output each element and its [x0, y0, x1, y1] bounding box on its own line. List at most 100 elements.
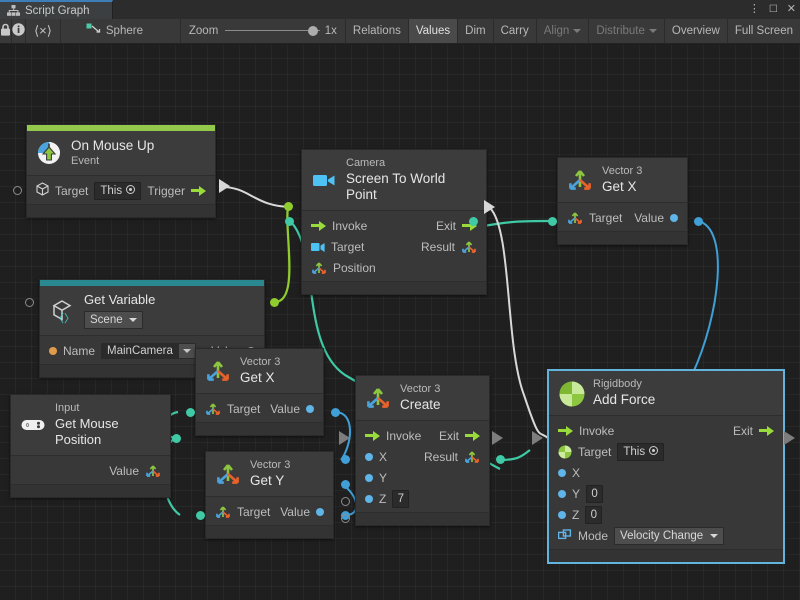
- z-value-field[interactable]: 7: [392, 489, 410, 508]
- input-port-x[interactable]: X: [558, 466, 580, 480]
- input-port-invoke[interactable]: Invoke: [558, 424, 614, 438]
- input-port-mode[interactable]: Mode Velocity Change: [557, 526, 725, 545]
- flow-out-handle-camera-exit[interactable]: [484, 200, 495, 214]
- zoom-slider[interactable]: [225, 25, 321, 37]
- flow-out-handle-create-exit[interactable]: [492, 431, 503, 445]
- output-port-exit[interactable]: Exit: [733, 424, 774, 438]
- node-get-variable[interactable]: 〈〉 Get Variable Scene: [39, 279, 265, 378]
- graph-source-field[interactable]: Sphere: [61, 19, 181, 43]
- node-on-mouse-up[interactable]: On Mouse Up Event Target: [26, 124, 216, 218]
- zoom-control[interactable]: Zoom 1x: [181, 19, 346, 43]
- wire-dot-getx-mid-target[interactable]: [186, 408, 195, 417]
- port-dot-z: [365, 494, 373, 503]
- graph-canvas[interactable]: On Mouse Up Event Target: [0, 45, 800, 600]
- wire-dot-camera-target[interactable]: [284, 202, 293, 211]
- input-port-target[interactable]: Target: [215, 505, 270, 519]
- output-port-result[interactable]: Result: [421, 240, 477, 254]
- code-toggle-button[interactable]: ⟨×⟩: [26, 19, 61, 43]
- close-icon[interactable]: ✕: [786, 3, 796, 15]
- node-add-force[interactable]: Rigidbody Add Force Invoke Exit: [548, 370, 784, 563]
- toolbar-button-relations[interactable]: Relations: [346, 19, 409, 43]
- output-port-value[interactable]: Value: [270, 402, 314, 416]
- toolbar-button-distribute[interactable]: Distribute: [589, 19, 665, 43]
- flow-in-handle-add-force-invoke[interactable]: [532, 431, 543, 445]
- output-port-trigger[interactable]: Trigger: [147, 184, 206, 198]
- object-picker-icon[interactable]: [126, 184, 136, 198]
- wire-dot-getx-top-value[interactable]: [694, 217, 703, 226]
- input-port-z[interactable]: Z 7: [365, 489, 410, 508]
- maximize-icon[interactable]: ☐: [768, 3, 778, 15]
- output-port-value[interactable]: Value: [109, 464, 161, 478]
- tab-script-graph[interactable]: Script Graph: [0, 0, 113, 19]
- external-port-create-z[interactable]: [341, 514, 350, 523]
- output-port-result[interactable]: Result: [424, 450, 480, 464]
- wire-dot-camera-result[interactable]: [469, 217, 478, 226]
- output-port-exit[interactable]: Exit: [439, 429, 480, 443]
- input-port-target[interactable]: Target: [567, 211, 622, 225]
- chevron-down-icon: [710, 533, 719, 538]
- input-port-z[interactable]: Z 0: [558, 505, 603, 524]
- chevron-down-icon[interactable]: [179, 344, 195, 358]
- input-port-invoke[interactable]: Invoke: [311, 219, 367, 233]
- object-picker-icon[interactable]: [649, 445, 659, 459]
- kebab-menu-icon[interactable]: ⋮: [748, 3, 760, 15]
- flow-in-handle-create-invoke[interactable]: [339, 431, 350, 445]
- target-value-field[interactable]: This: [94, 181, 142, 200]
- wire-dot-getx-mid-value[interactable]: [331, 408, 340, 417]
- wire-dot-create-result[interactable]: [496, 455, 505, 464]
- toolbar-button-overview[interactable]: Overview: [665, 19, 728, 43]
- port-row-target: Target Value: [206, 501, 333, 522]
- force-mode-dropdown[interactable]: Velocity Change: [614, 526, 725, 545]
- input-port-invoke[interactable]: Invoke: [365, 429, 421, 443]
- wire-dot-getx-top-target[interactable]: [548, 217, 557, 226]
- external-port-create-y[interactable]: [341, 497, 350, 506]
- wire-dot-get-variable-value[interactable]: [270, 298, 279, 307]
- toolbar-button-full-screen[interactable]: Full Screen: [734, 25, 793, 37]
- wire-dot-gety-target[interactable]: [196, 511, 205, 520]
- target-value-field[interactable]: This: [617, 442, 665, 461]
- z-value-field[interactable]: 0: [585, 505, 603, 524]
- zoom-knob[interactable]: [307, 26, 318, 36]
- input-port-position[interactable]: Position: [311, 261, 376, 275]
- input-port-target[interactable]: Target This: [558, 442, 665, 461]
- wire-dot-create-x[interactable]: [341, 455, 350, 464]
- wire-dot-create-y[interactable]: [341, 480, 350, 489]
- input-port-target[interactable]: Target This: [36, 181, 142, 200]
- node-title: Get X: [602, 179, 637, 194]
- node-vector3-get-x-top[interactable]: Vector 3 Get X Target: [557, 157, 688, 245]
- input-port-y[interactable]: Y: [365, 471, 387, 485]
- toolbar-button-align[interactable]: Align: [537, 19, 590, 43]
- y-value-field[interactable]: 0: [586, 484, 604, 503]
- flow-out-handle-add-force-exit[interactable]: [784, 431, 795, 445]
- input-port-y[interactable]: Y 0: [558, 484, 604, 503]
- graph-icon: [7, 4, 20, 17]
- node-footer: [558, 231, 687, 244]
- node-vector3-create[interactable]: Vector 3 Create Invoke Exit: [355, 375, 490, 526]
- output-port-value[interactable]: Value: [280, 505, 324, 519]
- toolbar-button-carry[interactable]: Carry: [494, 19, 537, 43]
- node-footer: [196, 422, 323, 435]
- flow-out-handle-trigger[interactable]: [219, 179, 230, 193]
- variable-name-dropdown[interactable]: MainCamera: [101, 342, 196, 359]
- node-get-mouse-position[interactable]: Input Get Mouse Position Value: [10, 394, 171, 498]
- node-vector3-get-x-mid[interactable]: Vector 3 Get X Target: [195, 348, 324, 436]
- port-row-x: X: [549, 462, 783, 483]
- vector3-port-icon: [205, 402, 221, 416]
- external-port-get-variable-name[interactable]: [25, 298, 34, 307]
- lock-button[interactable]: [0, 19, 12, 43]
- toolbar-button-values[interactable]: Values: [408, 19, 459, 43]
- info-button[interactable]: [12, 19, 26, 43]
- input-port-name[interactable]: Name MainCamera: [49, 342, 196, 359]
- wire-dot-camera-position[interactable]: [285, 217, 294, 226]
- node-vector3-get-y[interactable]: Vector 3 Get Y Target: [205, 451, 334, 539]
- output-port-value[interactable]: Value: [634, 211, 678, 225]
- input-port-target[interactable]: Target: [205, 402, 260, 416]
- external-port-on-mouse-up-target[interactable]: [13, 186, 22, 195]
- variable-scope-dropdown[interactable]: Scene: [84, 311, 143, 329]
- toolbar-button-dim[interactable]: Dim: [458, 19, 494, 43]
- input-port-x[interactable]: X: [365, 450, 387, 464]
- vector3-port-icon: [461, 240, 477, 254]
- input-port-target[interactable]: Target: [311, 240, 364, 254]
- wire-dot-mouse-value[interactable]: [172, 434, 181, 443]
- node-screen-to-world-point[interactable]: Camera Screen To World Point Invoke Exit: [301, 149, 487, 295]
